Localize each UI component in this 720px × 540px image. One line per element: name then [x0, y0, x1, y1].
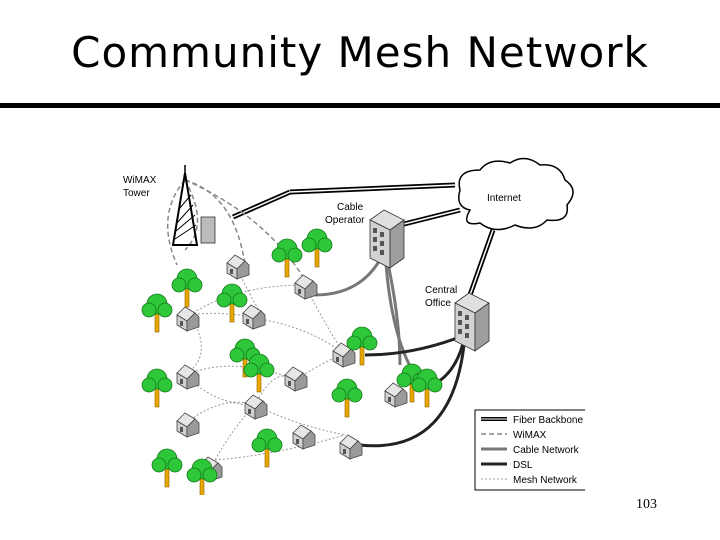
trees	[141, 228, 443, 495]
internet-cloud-icon	[458, 157, 574, 231]
page-number: 103	[636, 497, 657, 512]
house	[244, 394, 268, 420]
slide-title: Community Mesh Network	[71, 28, 649, 77]
legend-item: Fiber Backbone	[481, 415, 583, 426]
tree	[141, 293, 173, 333]
cable-operator-label-2: Operator	[325, 215, 365, 226]
tree	[331, 378, 363, 418]
tree	[151, 448, 183, 488]
legend-label: Fiber Backbone	[513, 415, 583, 426]
central-office-label-2: Office	[425, 298, 451, 309]
legend-item: Cable Network	[481, 445, 580, 456]
legend-label: DSL	[513, 460, 533, 471]
title-divider	[0, 103, 720, 108]
central-office-label-1: Central	[425, 285, 457, 296]
mesh-network-diagram: WiMAX Tower Internet Cable Operator Cent…	[123, 157, 585, 495]
legend-item: WiMAX	[481, 430, 547, 441]
wimax-tower-label-1: WiMAX	[123, 175, 157, 186]
tree	[271, 238, 303, 278]
house	[284, 366, 308, 392]
legend-label: Cable Network	[513, 445, 580, 456]
house	[176, 412, 200, 438]
house	[226, 254, 250, 280]
house	[292, 424, 316, 450]
cable-operator-label-1: Cable	[337, 202, 364, 213]
legend-item: Mesh Network	[481, 475, 578, 486]
internet-label: Internet	[487, 193, 521, 204]
tree	[216, 283, 248, 323]
cable-operator-building-icon	[369, 209, 405, 269]
legend: Fiber Backbone WiMAX Cable Network DSL M…	[474, 409, 585, 491]
legend-label: WiMAX	[513, 430, 547, 441]
house	[242, 304, 266, 330]
house	[176, 364, 200, 390]
legend-label: Mesh Network	[513, 475, 578, 486]
wimax-tower-label-2: Tower	[123, 188, 150, 199]
house	[176, 306, 200, 332]
tree	[301, 228, 333, 268]
tree	[171, 268, 203, 308]
house	[339, 434, 363, 460]
central-office-building-icon	[454, 292, 490, 352]
legend-item: DSL	[481, 460, 533, 471]
house	[294, 274, 318, 300]
tree	[141, 368, 173, 408]
tree	[251, 428, 283, 468]
wimax-tower-icon	[171, 165, 216, 246]
